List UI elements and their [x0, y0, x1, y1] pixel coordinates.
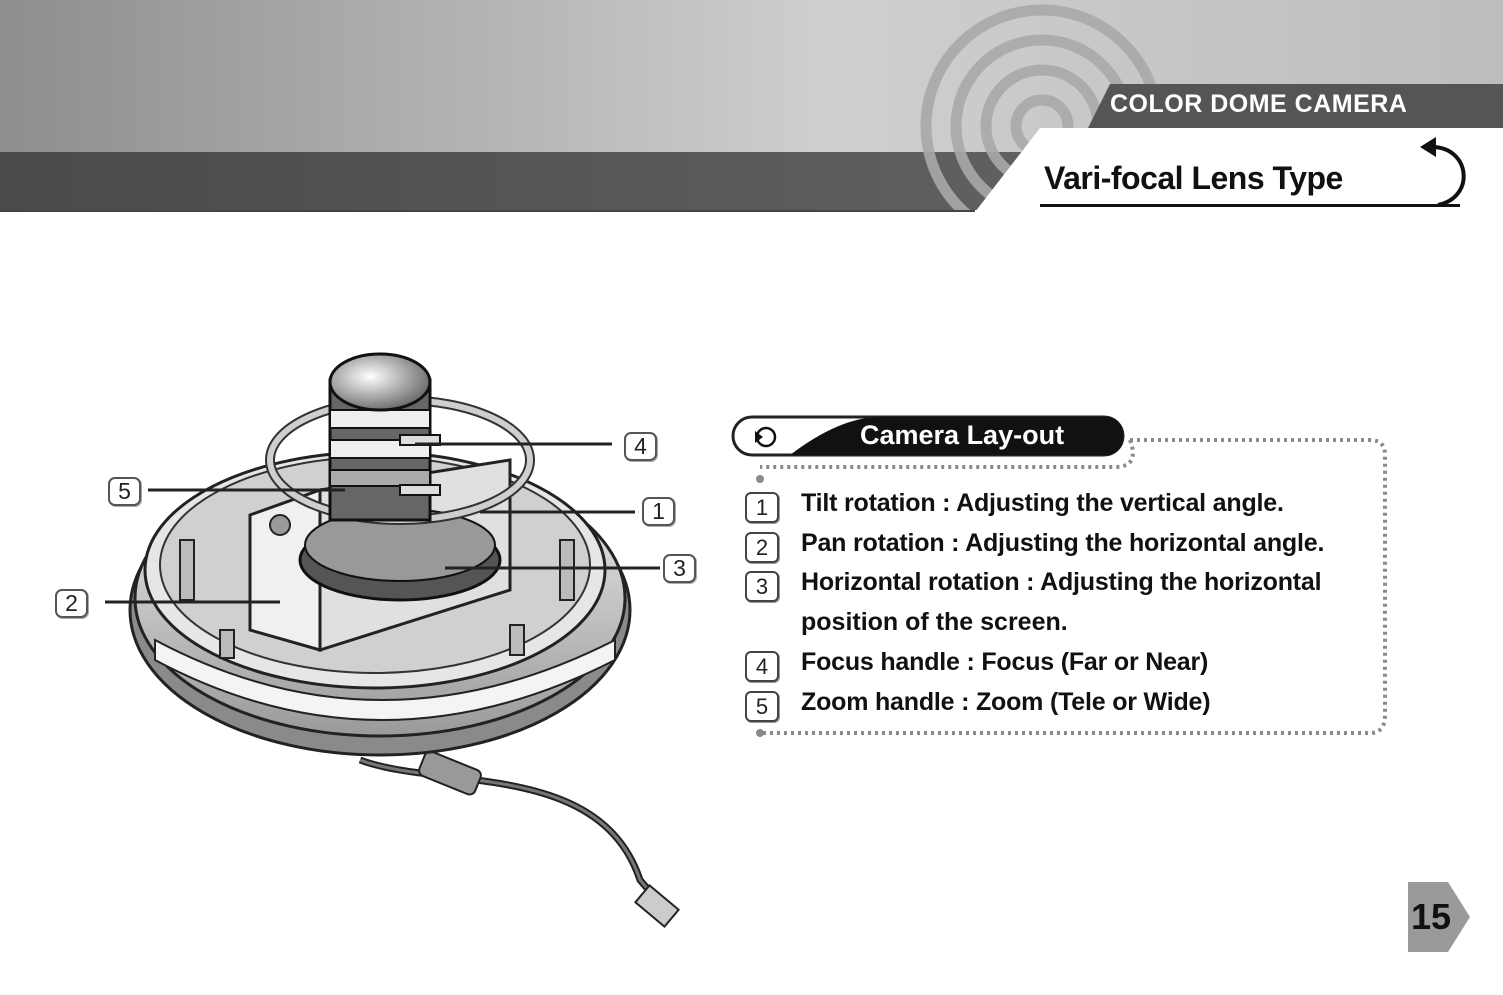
- item-text: Tilt rotation : Adjusting the vertical a…: [801, 489, 1284, 517]
- section-label: Camera Lay-out: [860, 420, 1065, 450]
- page-title: Vari-focal Lens Type: [1044, 160, 1343, 196]
- item-number: 3: [745, 571, 779, 602]
- item-text-continuation: position of the screen.: [801, 608, 1068, 636]
- brand-label: COLOR DOME CAMERA: [1110, 90, 1408, 118]
- return-arrow-icon[interactable]: [1418, 137, 1474, 213]
- callout-1: 1: [642, 497, 675, 526]
- header-band: [0, 0, 1503, 212]
- callout-4: 4: [624, 432, 657, 461]
- item-text: Horizontal rotation : Adjusting the hori…: [801, 568, 1322, 596]
- item-number: 1: [745, 492, 779, 523]
- list-item: 3 Horizontal rotation : Adjusting the ho…: [745, 568, 1395, 608]
- list-item: 4 Focus handle : Focus (Far or Near): [745, 648, 1395, 688]
- list-item: 2 Pan rotation : Adjusting the horizonta…: [745, 529, 1395, 569]
- item-text: Pan rotation : Adjusting the horizontal …: [801, 529, 1325, 557]
- item-number: 2: [745, 532, 779, 563]
- item-number: 5: [745, 691, 779, 722]
- camera-layout-panel: [731, 415, 1387, 737]
- play-rotate-icon: [755, 426, 777, 448]
- page-number-tab: [1408, 882, 1470, 952]
- callout-5: 5: [108, 477, 141, 506]
- title-underline: [1040, 204, 1460, 207]
- item-number: 4: [745, 651, 779, 682]
- callout-2: 2: [55, 589, 88, 618]
- item-text: Zoom handle : Zoom (Tele or Wide): [801, 688, 1211, 716]
- list-item: 1 Tilt rotation : Adjusting the vertical…: [745, 489, 1395, 529]
- dome-camera-illustration: [105, 352, 681, 929]
- page-number: 15: [1411, 896, 1452, 937]
- callout-3: 3: [663, 554, 696, 583]
- list-item: 5 Zoom handle : Zoom (Tele or Wide): [745, 688, 1395, 728]
- item-text: Focus handle : Focus (Far or Near): [801, 648, 1209, 676]
